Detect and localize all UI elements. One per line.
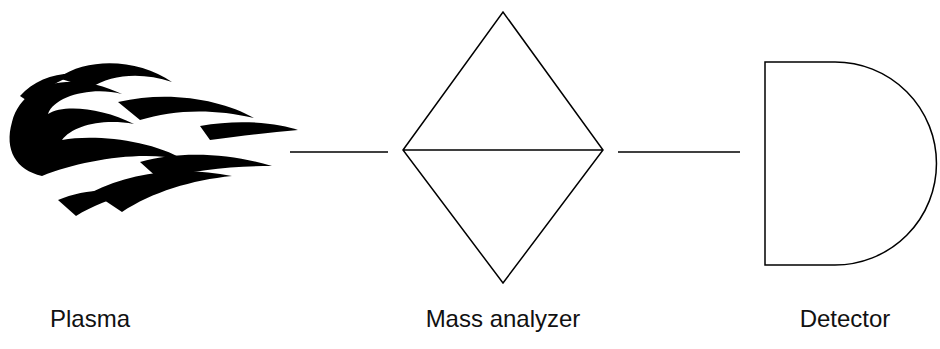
plasma-node: Plasma: [5, 55, 290, 340]
outline-path: [765, 62, 936, 265]
flame-strokes: [10, 63, 298, 216]
mass-analyzer-diamond: Mass analyzer: [388, 10, 618, 340]
component-label: Plasma: [50, 305, 130, 333]
detector-shape: Detector: [740, 60, 940, 340]
component-label: Detector: [800, 305, 891, 333]
connector-line: [618, 151, 740, 153]
detector-shape-outline: [740, 60, 940, 340]
component-label: Mass analyzer: [426, 305, 581, 333]
mass-analyzer-diamond-outline: [388, 10, 618, 340]
connector-line: [290, 151, 388, 153]
outline-path: [403, 12, 603, 283]
